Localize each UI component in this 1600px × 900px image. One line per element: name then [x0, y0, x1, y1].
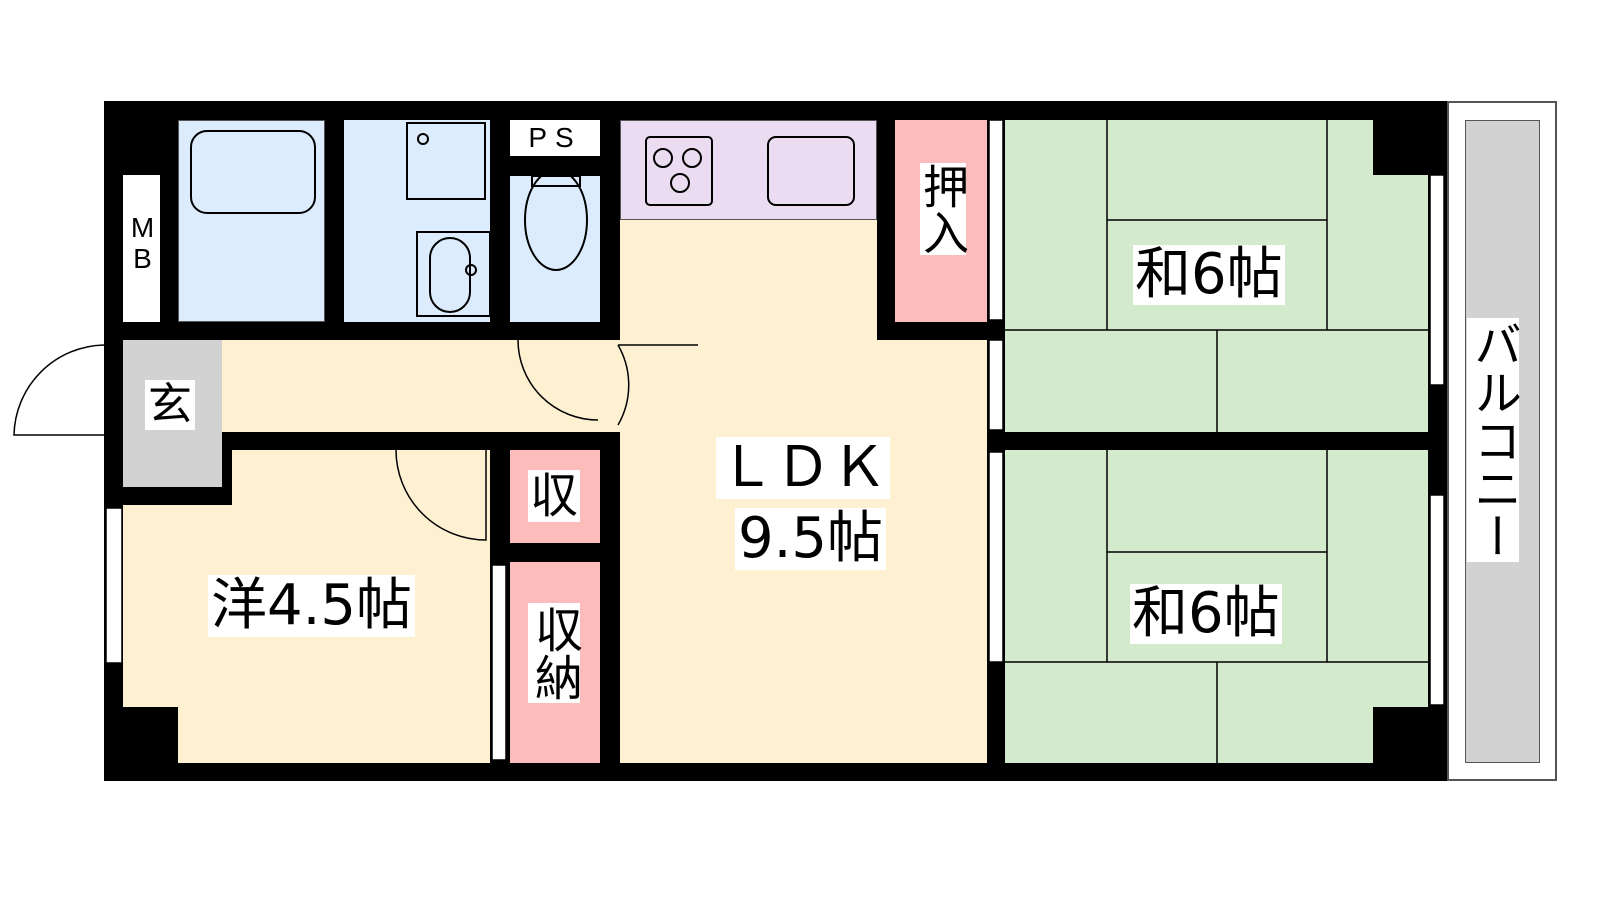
kitchen-sink-icon	[767, 136, 855, 206]
genkan-label: 玄	[145, 380, 195, 430]
storage-small-label: 収	[528, 468, 581, 524]
hallway	[222, 340, 620, 432]
ldk-size-label: 9.5帖	[735, 508, 887, 570]
bathtub-icon	[190, 130, 316, 214]
tatami-lines	[1005, 120, 1428, 763]
entry-door-icon	[13, 344, 105, 436]
mb-space	[123, 175, 160, 322]
storage-label: 収納	[526, 603, 582, 703]
ps-space	[510, 120, 600, 156]
bathroom	[178, 120, 325, 322]
western-room-label: 洋4.5帖	[208, 575, 416, 637]
windows	[105, 119, 1445, 761]
balcony-label: バルコニー	[1465, 318, 1521, 562]
japanese-room-bottom-label: 和6帖	[1130, 581, 1282, 646]
oshiire-label: 押入	[916, 163, 970, 255]
door-icon	[617, 344, 698, 426]
door-icon	[517, 339, 599, 421]
ldk-label: ＬＤＫ	[716, 437, 890, 499]
japanese-room-top-label: 和6帖	[1133, 242, 1285, 307]
mb-label: MB	[127, 212, 158, 274]
washer-pan-icon	[406, 122, 486, 200]
stove-icon	[645, 136, 713, 206]
pillar	[104, 707, 178, 781]
pillar	[1373, 707, 1447, 781]
ps-label: PS	[528, 122, 582, 153]
toilet-icon	[524, 169, 588, 271]
ldk-room-extension	[877, 340, 987, 763]
door-icon	[395, 449, 487, 541]
sink-icon	[416, 231, 491, 317]
pillar	[1373, 101, 1447, 175]
